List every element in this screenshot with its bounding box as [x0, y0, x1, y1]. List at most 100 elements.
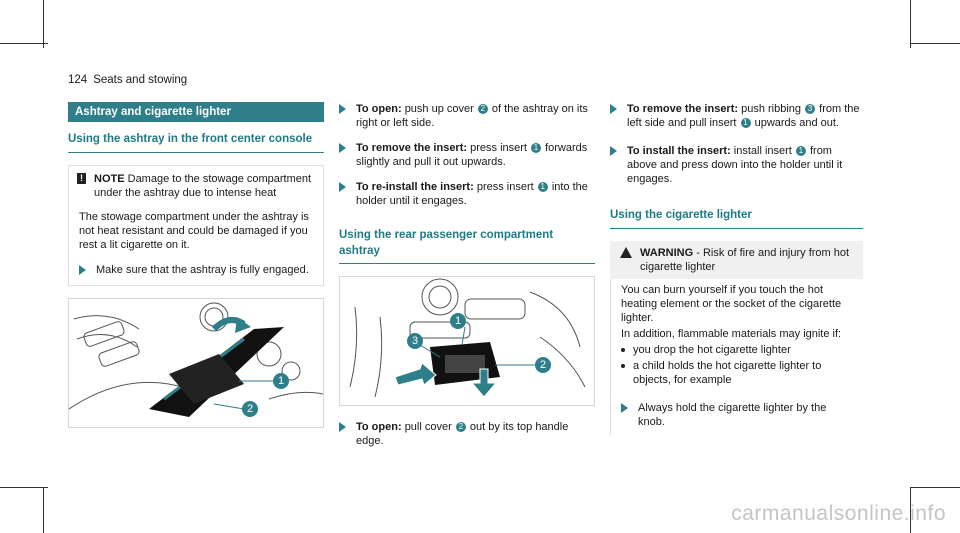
warning-title: WARNING	[640, 246, 694, 259]
heading-rear-ashtray: Using the rear passenger compartment ash…	[339, 228, 595, 265]
step-text: To open: push up cover 2 of the ashtray …	[356, 102, 595, 130]
step-text: To remove the insert: press insert 1 for…	[356, 141, 595, 169]
step-remove-rear-insert: To remove the insert: push ribbing 3 fro…	[610, 102, 863, 130]
watermark: carmanualsonline.info	[731, 502, 946, 525]
step-remove-insert: To remove the insert: press insert 1 for…	[339, 141, 595, 169]
warning-body-1: You can burn yourself if you touch the h…	[621, 283, 842, 324]
warning-title-text: - Risk of fire and injury from hot cigar…	[640, 246, 850, 273]
step-part: from above and press down into the holde…	[627, 145, 843, 185]
heading-front-console: Using the ashtray in the front center co…	[68, 132, 324, 153]
step-label: To remove the insert:	[627, 103, 739, 115]
section-banner: Ashtray and cigarette lighter	[68, 102, 324, 122]
note-header: ! NOTE Damage to the stowage compartment…	[77, 172, 316, 200]
crop-mark	[0, 487, 48, 488]
page-number: 124	[68, 74, 88, 86]
callout-2: 2	[242, 400, 258, 417]
step-label: To open:	[356, 103, 402, 115]
list-item: you drop the hot cigarette lighter	[621, 343, 853, 357]
step-arrow-icon	[610, 146, 617, 156]
step-arrow-icon	[79, 264, 86, 275]
callout-2: 2	[535, 357, 551, 374]
callout-3: 3	[407, 333, 423, 350]
step-arrow-icon	[339, 104, 346, 114]
column-1: Ashtray and cigarette lighter Using the …	[68, 102, 324, 428]
note-box: ! NOTE Damage to the stowage compartment…	[68, 164, 324, 286]
heading-cigarette-lighter: Using the cigarette lighter	[610, 208, 863, 229]
callout-badge: 2	[477, 104, 488, 114]
warning-triangle-icon	[620, 246, 632, 258]
bullet-icon	[621, 347, 625, 352]
column-3: To remove the insert: push ribbing 3 fro…	[610, 102, 863, 435]
step-open-front: To open: push up cover 2 of the ashtray …	[339, 102, 595, 130]
step-part: press insert	[470, 142, 527, 154]
bullet-text: you drop the hot cigarette lighter	[633, 343, 791, 356]
note-step: Make sure that the ashtray is fully enga…	[79, 263, 316, 277]
note-body: The stowage compartment under the ashtra…	[79, 210, 309, 251]
callout-badge: 3	[805, 104, 816, 114]
column-2: To open: push up cover 2 of the ashtray …	[339, 102, 595, 448]
note-title-line: NOTE Damage to the stowage compartment u…	[94, 172, 316, 200]
step-part: pull cover	[404, 421, 452, 434]
callout-badge: 1	[531, 143, 542, 153]
note-step-text: Make sure that the ashtray is fully enga…	[96, 263, 309, 276]
bullet-icon	[621, 363, 625, 368]
step-label: To remove the insert:	[356, 142, 468, 154]
step-part: out by its top handle edge.	[356, 421, 569, 448]
section-title: Seats and stowing	[93, 74, 188, 86]
step-part: of the ashtray on its right or left side…	[356, 103, 588, 129]
crop-mark	[43, 0, 44, 48]
warning-body-2: In addition, flammable materials may ign…	[621, 327, 842, 340]
rear-ashtray-illustration	[349, 278, 586, 398]
step-text: To open: pull cover 2 out by its top han…	[356, 420, 595, 448]
callout-badge: 2	[455, 422, 466, 433]
exclamation-icon: !	[77, 172, 86, 184]
list-item: a child holds the hot cigarette lighter …	[621, 359, 853, 387]
step-text: To install the insert: install insert 1 …	[627, 144, 863, 186]
crop-mark	[910, 487, 911, 533]
step-label: To re-install the insert:	[356, 181, 474, 193]
warning-header: WARNING - Risk of fire and injury from h…	[610, 240, 863, 279]
step-part: push ribbing	[741, 103, 802, 115]
step-label: To install the insert:	[627, 145, 731, 157]
crop-mark	[910, 487, 960, 488]
step-part: from the left side and pull insert	[627, 103, 860, 129]
warning-box: WARNING - Risk of fire and injury from h…	[610, 240, 863, 435]
step-text: To remove the insert: push ribbing 3 fro…	[627, 102, 863, 130]
step-part: into the holder until it engages.	[356, 181, 588, 207]
step-label: To open:	[356, 421, 402, 434]
note-title: NOTE	[94, 172, 125, 185]
step-part: forwards slightly and pull it out upward…	[356, 142, 588, 168]
figure-front-ashtray: 1 2	[68, 297, 324, 428]
step-install-rear-insert: To install the insert: install insert 1 …	[610, 144, 863, 186]
step-text: Always hold the cigarette lighter by the…	[638, 401, 827, 428]
step-part: install insert	[733, 145, 792, 157]
crop-mark	[43, 487, 44, 533]
note-title-text: Damage to the stowage compartment under …	[94, 172, 312, 199]
page-header: 124 Seats and stowing	[68, 74, 187, 86]
callout-badge: 1	[740, 118, 751, 128]
step-part: push up cover	[404, 103, 474, 115]
front-ashtray-illustration	[68, 302, 324, 417]
crop-mark	[910, 0, 911, 48]
figure-rear-ashtray: 1 2 3	[339, 276, 595, 407]
crop-mark	[0, 43, 48, 44]
step-arrow-icon	[339, 422, 346, 433]
callout-1: 1	[450, 313, 466, 330]
step-arrow-icon	[339, 143, 346, 153]
step-arrow-icon	[610, 104, 617, 114]
callout-badge: 1	[537, 182, 548, 192]
step-text: To re-install the insert: press insert 1…	[356, 180, 595, 208]
callout-1: 1	[273, 372, 289, 389]
crop-mark	[910, 43, 960, 44]
step-hold-lighter: Always hold the cigarette lighter by the…	[621, 401, 853, 429]
step-arrow-icon	[621, 402, 628, 413]
bullet-text: a child holds the hot cigarette lighter …	[633, 359, 822, 386]
step-part: press insert	[476, 181, 534, 193]
step-open-rear: To open: pull cover 2 out by its top han…	[339, 420, 595, 448]
warning-body: You can burn yourself if you touch the h…	[610, 278, 863, 435]
step-arrow-icon	[339, 182, 346, 192]
warning-title-line: WARNING - Risk of fire and injury from h…	[640, 246, 853, 274]
step-reinstall-insert: To re-install the insert: press insert 1…	[339, 180, 595, 208]
step-part: upwards and out.	[754, 117, 839, 129]
callout-badge: 1	[795, 146, 806, 156]
